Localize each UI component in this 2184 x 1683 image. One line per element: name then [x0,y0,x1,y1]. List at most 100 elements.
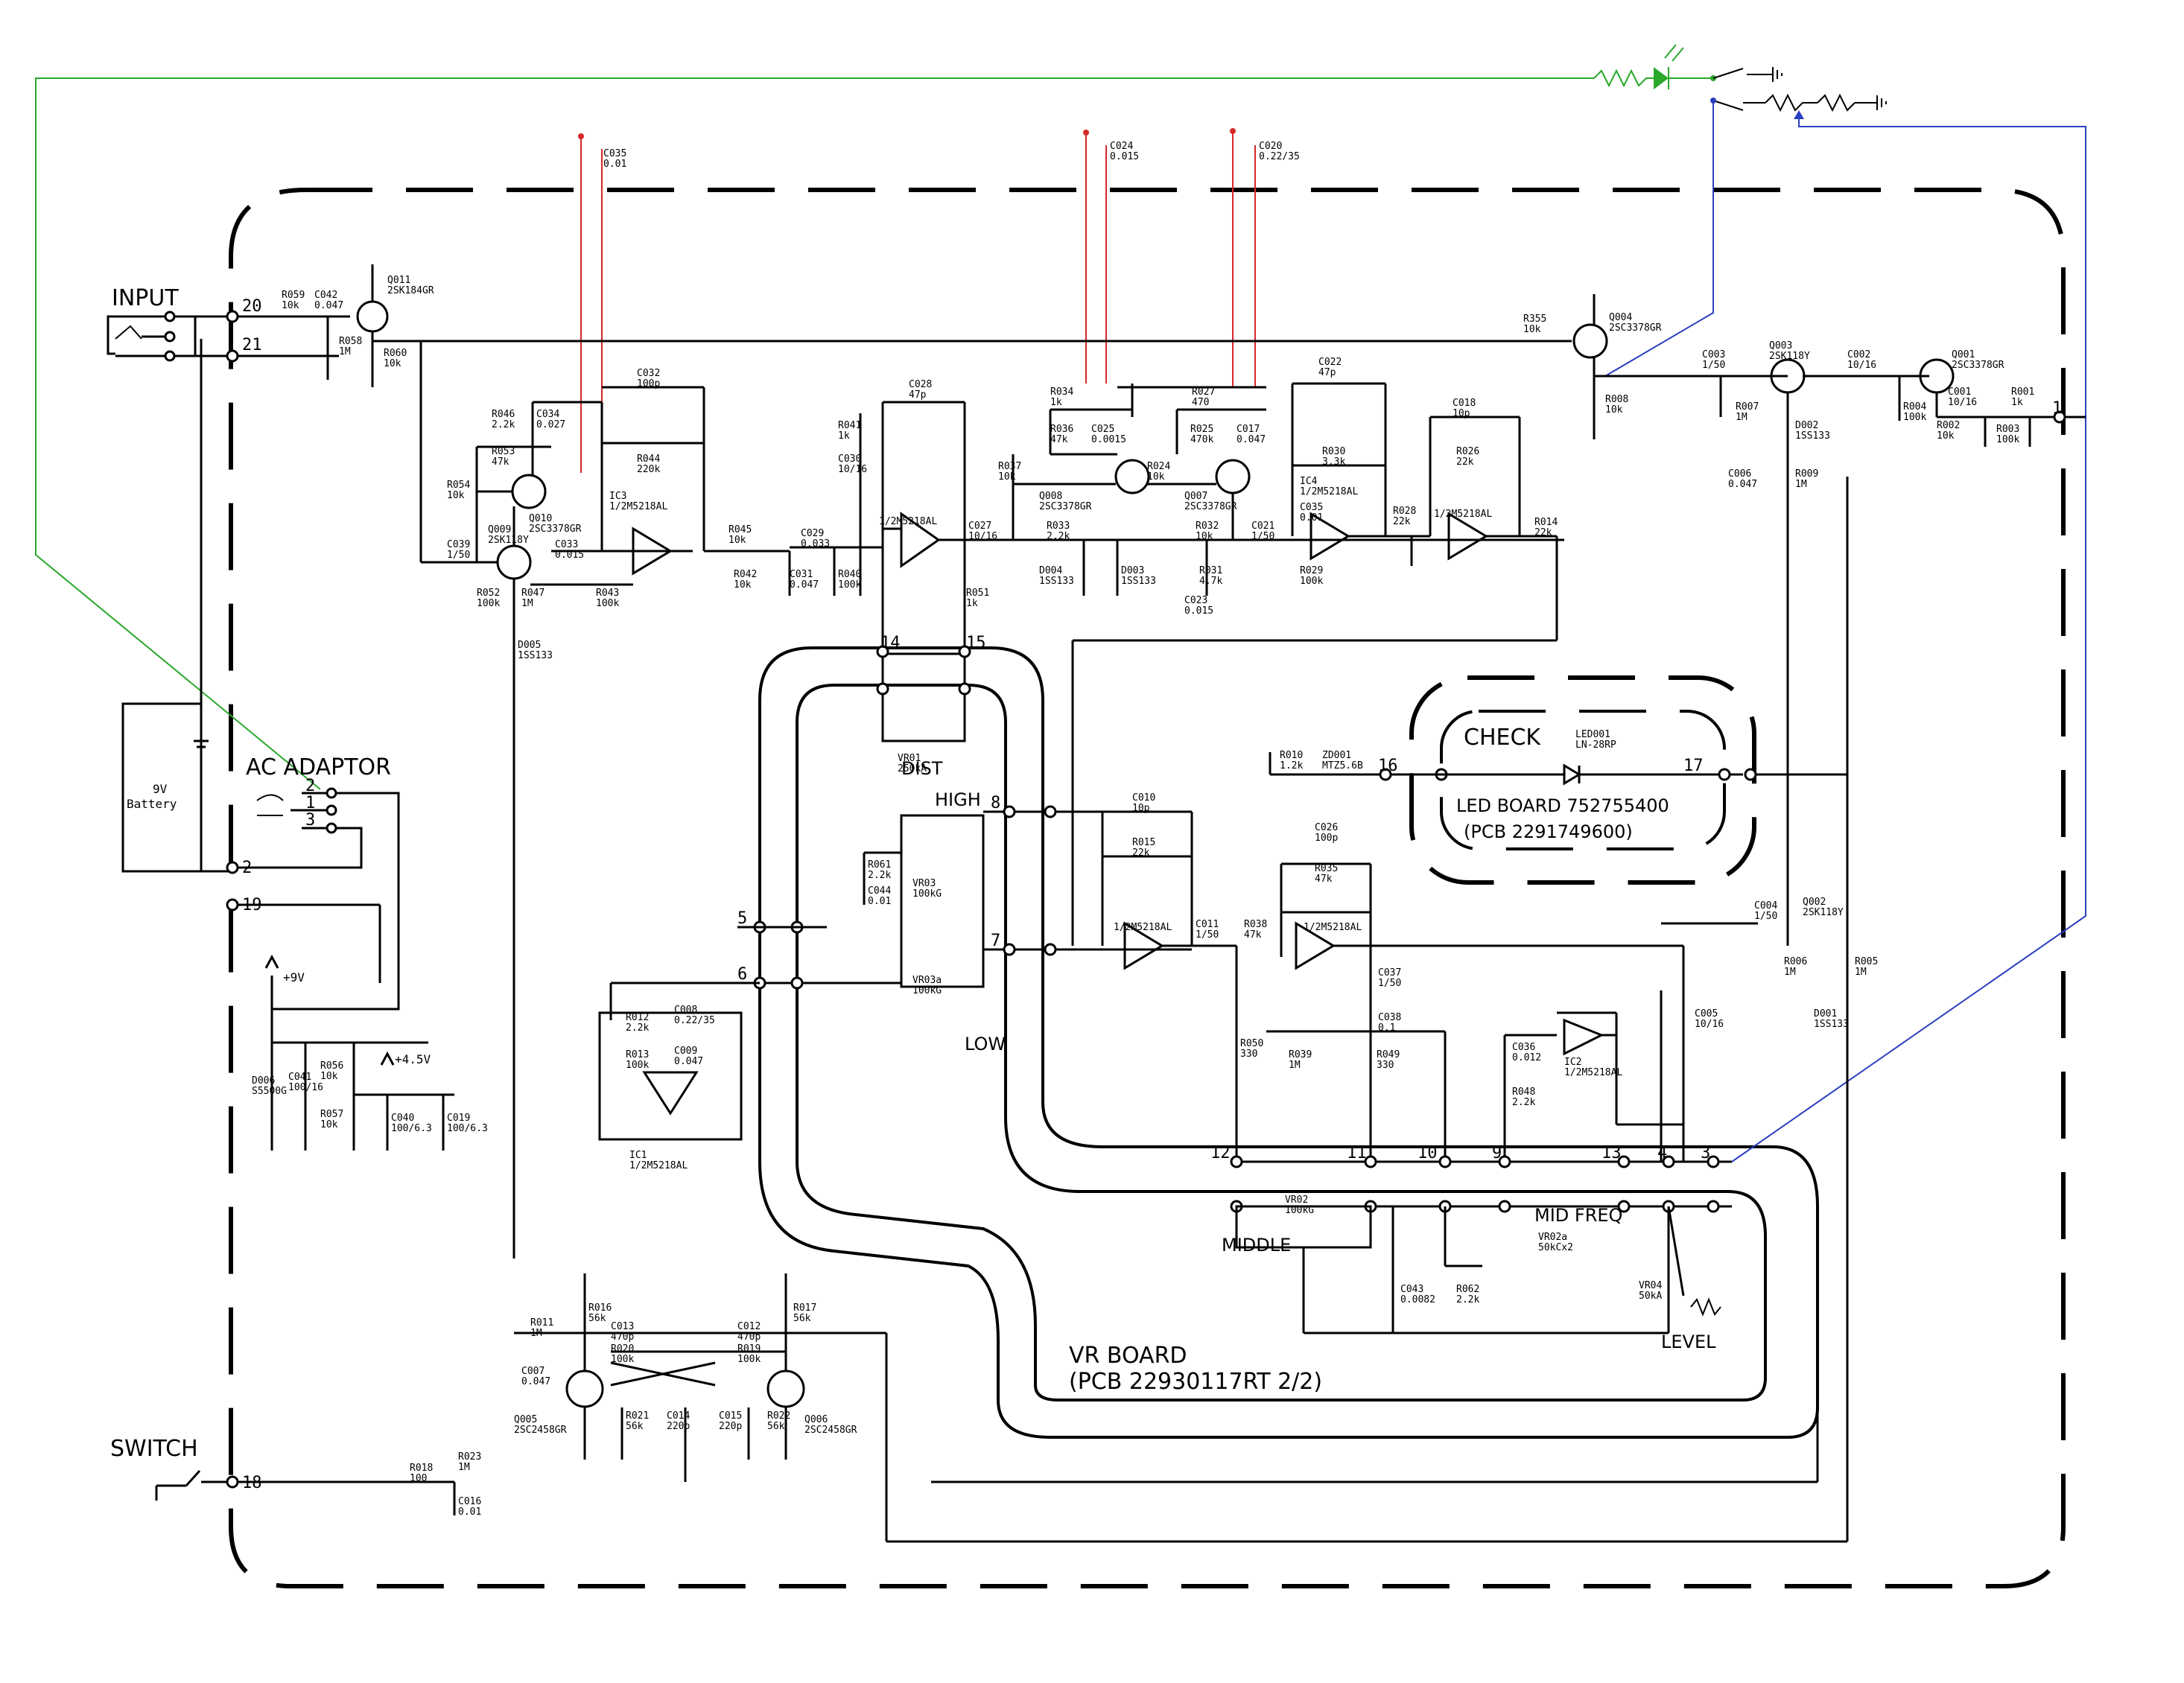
component-ref: C039 [447,539,470,550]
component-ref: R009 [1795,468,1818,480]
level-label: LEVEL [1661,1332,1716,1352]
component-value: 100k [1903,412,1926,423]
component-ref: C038 [1378,1012,1401,1023]
component-ref: IC3 [609,491,626,502]
component-ref: R031 [1199,565,1222,576]
component-value: 1k [2011,397,2023,408]
component-ref: C018 [1453,398,1476,409]
component-value: 470p [611,1332,634,1343]
component-value: LN-28RP [1575,739,1616,751]
component-ref: R020 [611,1343,634,1355]
component-ref: Q004 [1609,312,1632,323]
component-value: 1/2M5218AL [879,516,937,527]
component-value: 2SK118Y [1803,907,1844,918]
component-value: 1SS133 [1121,576,1156,587]
component-value: 0.01 [603,159,626,170]
pin-label: 15 [966,634,986,652]
component-ref: R058 [339,336,362,347]
component-ref: C028 [909,379,932,390]
component-ref: C023 [1184,595,1207,606]
green-led-wiring [35,44,1716,790]
vr-board-title: VR BOARD [1069,1343,1187,1369]
component-value: 0.0082 [1400,1294,1435,1305]
component-value: 1M [339,346,351,357]
component-ref: C043 [1400,1284,1423,1295]
component-value: 220p [667,1421,690,1432]
component-value: 4.7k [1199,576,1222,587]
component-ref: R048 [1512,1087,1535,1098]
component-value: 250kA [898,763,927,774]
component-value: 47p [1318,367,1336,378]
component-value: 330 [1377,1060,1394,1071]
flip-flop [514,938,1849,1543]
component-ref: R052 [477,588,500,599]
component-value: 0.015 [1184,605,1213,617]
pin-label: 5 [737,909,747,928]
component-ref: C012 [737,1321,761,1332]
component-ref: C027 [968,521,991,532]
component-value: 1k [966,598,978,609]
component-value: 2SC3378GR [1039,501,1092,512]
component-value: 2SC3378GR [1609,322,1662,334]
component-value: 10k [734,579,752,591]
pin-label: 8 [991,794,1000,812]
component-ref: C016 [458,1496,481,1507]
component-value: 22k [1393,516,1411,527]
component-value: 100p [637,378,660,389]
component-value: 10k [1147,471,1165,483]
component-ref: R061 [868,859,891,871]
component-ref: R008 [1605,394,1628,405]
component-ref: R012 [626,1012,649,1023]
component-value: 100kG [912,985,942,996]
component-ref: VR02 [1285,1194,1308,1206]
component-value: 470k [1190,434,1213,445]
component-ref: R024 [1147,461,1170,472]
component-value: S5500G [252,1086,287,1097]
mid-freq-label: MID FREQ [1534,1205,1622,1226]
vr-board-circuit [598,645,1758,1334]
component-ref: Q002 [1803,897,1826,908]
component-value: 1k [1050,397,1062,408]
component-ref: R025 [1190,424,1213,435]
left-rail [200,310,381,1489]
component-ref: R045 [728,524,752,535]
component-value: 100k [838,579,861,591]
main-board-outline [229,188,2066,1588]
component-ref: R049 [1377,1049,1400,1060]
component-value: 1M [1736,412,1747,423]
component-ref: R002 [1937,420,1960,431]
component-ref: R060 [384,348,407,359]
pin-label: 3 [305,811,315,830]
component-ref: R034 [1050,386,1073,398]
component-value: 100/6.3 [447,1123,488,1134]
component-value: 100k [477,598,500,609]
component-ref: C034 [536,409,559,420]
component-ref: D006 [252,1075,275,1087]
component-value: 1/50 [1251,531,1274,542]
component-ref: VR03a [912,975,942,986]
component-ref: C011 [1196,919,1219,930]
component-value: 10k [447,490,465,501]
component-value: 10k [998,471,1016,483]
component-value: 100k [611,1354,634,1365]
component-ref: C037 [1378,967,1401,979]
component-value: 100/16 [288,1082,323,1093]
middle-label: MIDDLE [1222,1235,1291,1256]
component-ref: R022 [767,1410,790,1422]
input-title: INPUT [112,285,179,311]
component-value: 22k [1534,527,1552,538]
pin-label: 17 [1683,757,1704,775]
component-ref: C010 [1132,792,1155,804]
component-value: 2.2k [1456,1294,1479,1305]
component-value: 0.047 [674,1056,703,1067]
component-value: 10/16 [1695,1019,1724,1030]
component-ref: VR03 [912,878,936,889]
component-value: 10p [1453,408,1470,419]
pin-label: 18 [242,1474,262,1492]
component-ref: C026 [1315,822,1338,833]
component-ref: Q006 [804,1414,828,1425]
component-value: 47k [1050,434,1068,445]
component-value: 2.2k [626,1022,649,1034]
component-value: 10k [1605,404,1623,416]
component-ref: R041 [838,420,861,431]
